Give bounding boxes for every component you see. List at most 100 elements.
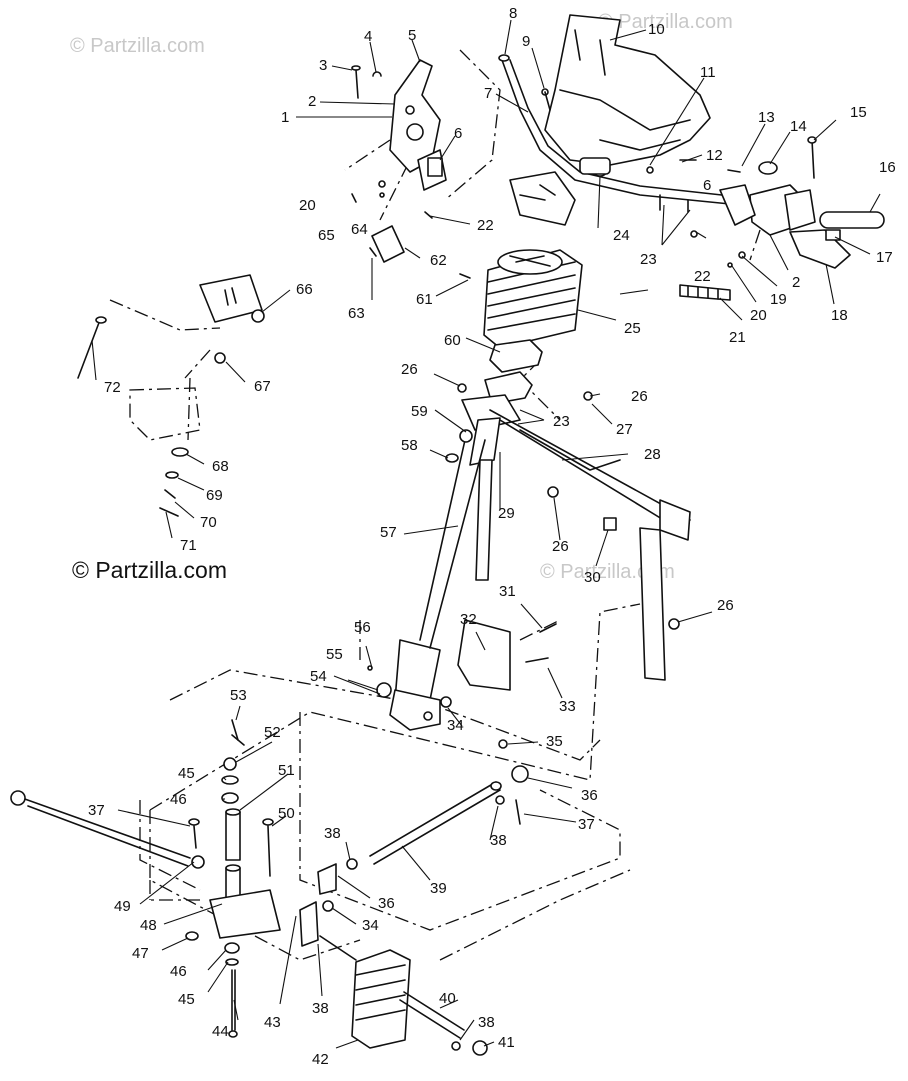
callout-30: 30	[584, 569, 601, 586]
callout-38: 38	[478, 1014, 495, 1031]
steering-post	[367, 273, 691, 731]
callout-17: 17	[876, 249, 893, 266]
callout-24: 24	[613, 227, 630, 244]
watermark-middle-left: © Partzilla.com	[72, 557, 227, 583]
callout-38: 38	[312, 1000, 329, 1017]
callout-26: 26	[401, 361, 418, 378]
callout-35: 35	[546, 733, 563, 750]
callout-20: 20	[299, 197, 316, 214]
callout-41: 41	[498, 1034, 515, 1051]
callout-71: 71	[180, 537, 197, 554]
callout-56: 56	[354, 619, 371, 636]
callout-33: 33	[559, 698, 576, 715]
callout-70: 70	[200, 514, 217, 531]
callout-63: 63	[348, 305, 365, 322]
callout-51: 51	[278, 762, 295, 779]
callout-26: 26	[717, 597, 734, 614]
throttle-bracket	[351, 59, 447, 263]
watermark-top-right: © Partzilla.com	[598, 11, 733, 33]
callout-21: 21	[729, 329, 746, 346]
callout-45: 45	[178, 765, 195, 782]
right-hand-control	[646, 136, 885, 301]
callout-69: 69	[206, 487, 223, 504]
callout-8: 8	[509, 5, 517, 22]
callout-2: 2	[308, 93, 316, 110]
callout-23: 23	[640, 251, 657, 268]
seat-cover	[544, 14, 711, 166]
callout-59: 59	[411, 403, 428, 420]
callout-49: 49	[114, 898, 131, 915]
callout-16: 16	[879, 159, 896, 176]
callout-47: 47	[132, 945, 149, 962]
callout-29: 29	[498, 505, 515, 522]
callout-46: 46	[170, 791, 187, 808]
callout-20: 20	[750, 307, 767, 324]
air-box	[483, 249, 583, 349]
callout-2: 2	[792, 274, 800, 291]
callout-48: 48	[140, 917, 157, 934]
callout-18: 18	[831, 307, 848, 324]
callout-14: 14	[790, 118, 807, 135]
callout-26: 26	[552, 538, 569, 555]
callout-54: 54	[310, 668, 327, 685]
callout-38: 38	[324, 825, 341, 842]
callout-64: 64	[351, 221, 368, 238]
callout-53: 53	[230, 687, 247, 704]
callout-42: 42	[312, 1051, 329, 1068]
frame-outline	[109, 49, 761, 961]
callout-32: 32	[460, 611, 477, 628]
callout-67: 67	[254, 378, 271, 395]
handlebar	[498, 54, 741, 226]
callout-37: 37	[88, 802, 105, 819]
callout-68: 68	[212, 458, 229, 475]
callout-72: 72	[104, 379, 121, 396]
callout-66: 66	[296, 281, 313, 298]
callout-labels: 1 2 2 3 4 5 6 6 7 8 9 10 11 12 13 14 15 …	[88, 5, 896, 1068]
callout-25: 25	[624, 320, 641, 337]
callout-28: 28	[644, 446, 661, 463]
callout-38: 38	[490, 832, 507, 849]
callout-6: 6	[703, 177, 711, 194]
callout-36: 36	[581, 787, 598, 804]
callout-10: 10	[648, 21, 665, 38]
callout-26: 26	[631, 388, 648, 405]
callout-58: 58	[401, 437, 418, 454]
watermark-top-left: © Partzilla.com	[70, 35, 205, 57]
callout-60: 60	[444, 332, 461, 349]
callout-37: 37	[578, 816, 595, 833]
callout-34: 34	[362, 917, 379, 934]
callout-46: 46	[170, 963, 187, 980]
callout-52: 52	[264, 724, 281, 741]
callout-3: 3	[319, 57, 327, 74]
callout-39: 39	[430, 880, 447, 897]
callout-40: 40	[439, 990, 456, 1007]
steering-column-lower	[185, 719, 281, 1038]
callout-23: 23	[553, 413, 570, 430]
callout-22: 22	[477, 217, 494, 234]
callout-5: 5	[408, 27, 416, 44]
callout-43: 43	[264, 1014, 281, 1031]
leaders	[91, 19, 881, 1049]
callout-62: 62	[430, 252, 447, 269]
callout-44: 44	[212, 1023, 229, 1040]
callout-55: 55	[326, 646, 343, 663]
callout-12: 12	[706, 147, 723, 164]
callout-45: 45	[178, 991, 195, 1008]
callout-19: 19	[770, 291, 787, 308]
callout-34: 34	[447, 717, 464, 734]
callout-57: 57	[380, 524, 397, 541]
callout-4: 4	[364, 28, 372, 45]
callout-31: 31	[499, 583, 516, 600]
callout-61: 61	[416, 291, 433, 308]
boot-and-tierod-end	[299, 901, 488, 1056]
callout-27: 27	[616, 421, 633, 438]
tie-rod	[10, 739, 529, 912]
callout-1: 1	[281, 109, 289, 126]
callout-50: 50	[278, 805, 295, 822]
callout-6: 6	[454, 125, 462, 142]
callout-22: 22	[694, 268, 711, 285]
callout-15: 15	[850, 104, 867, 121]
callout-11: 11	[700, 64, 716, 81]
